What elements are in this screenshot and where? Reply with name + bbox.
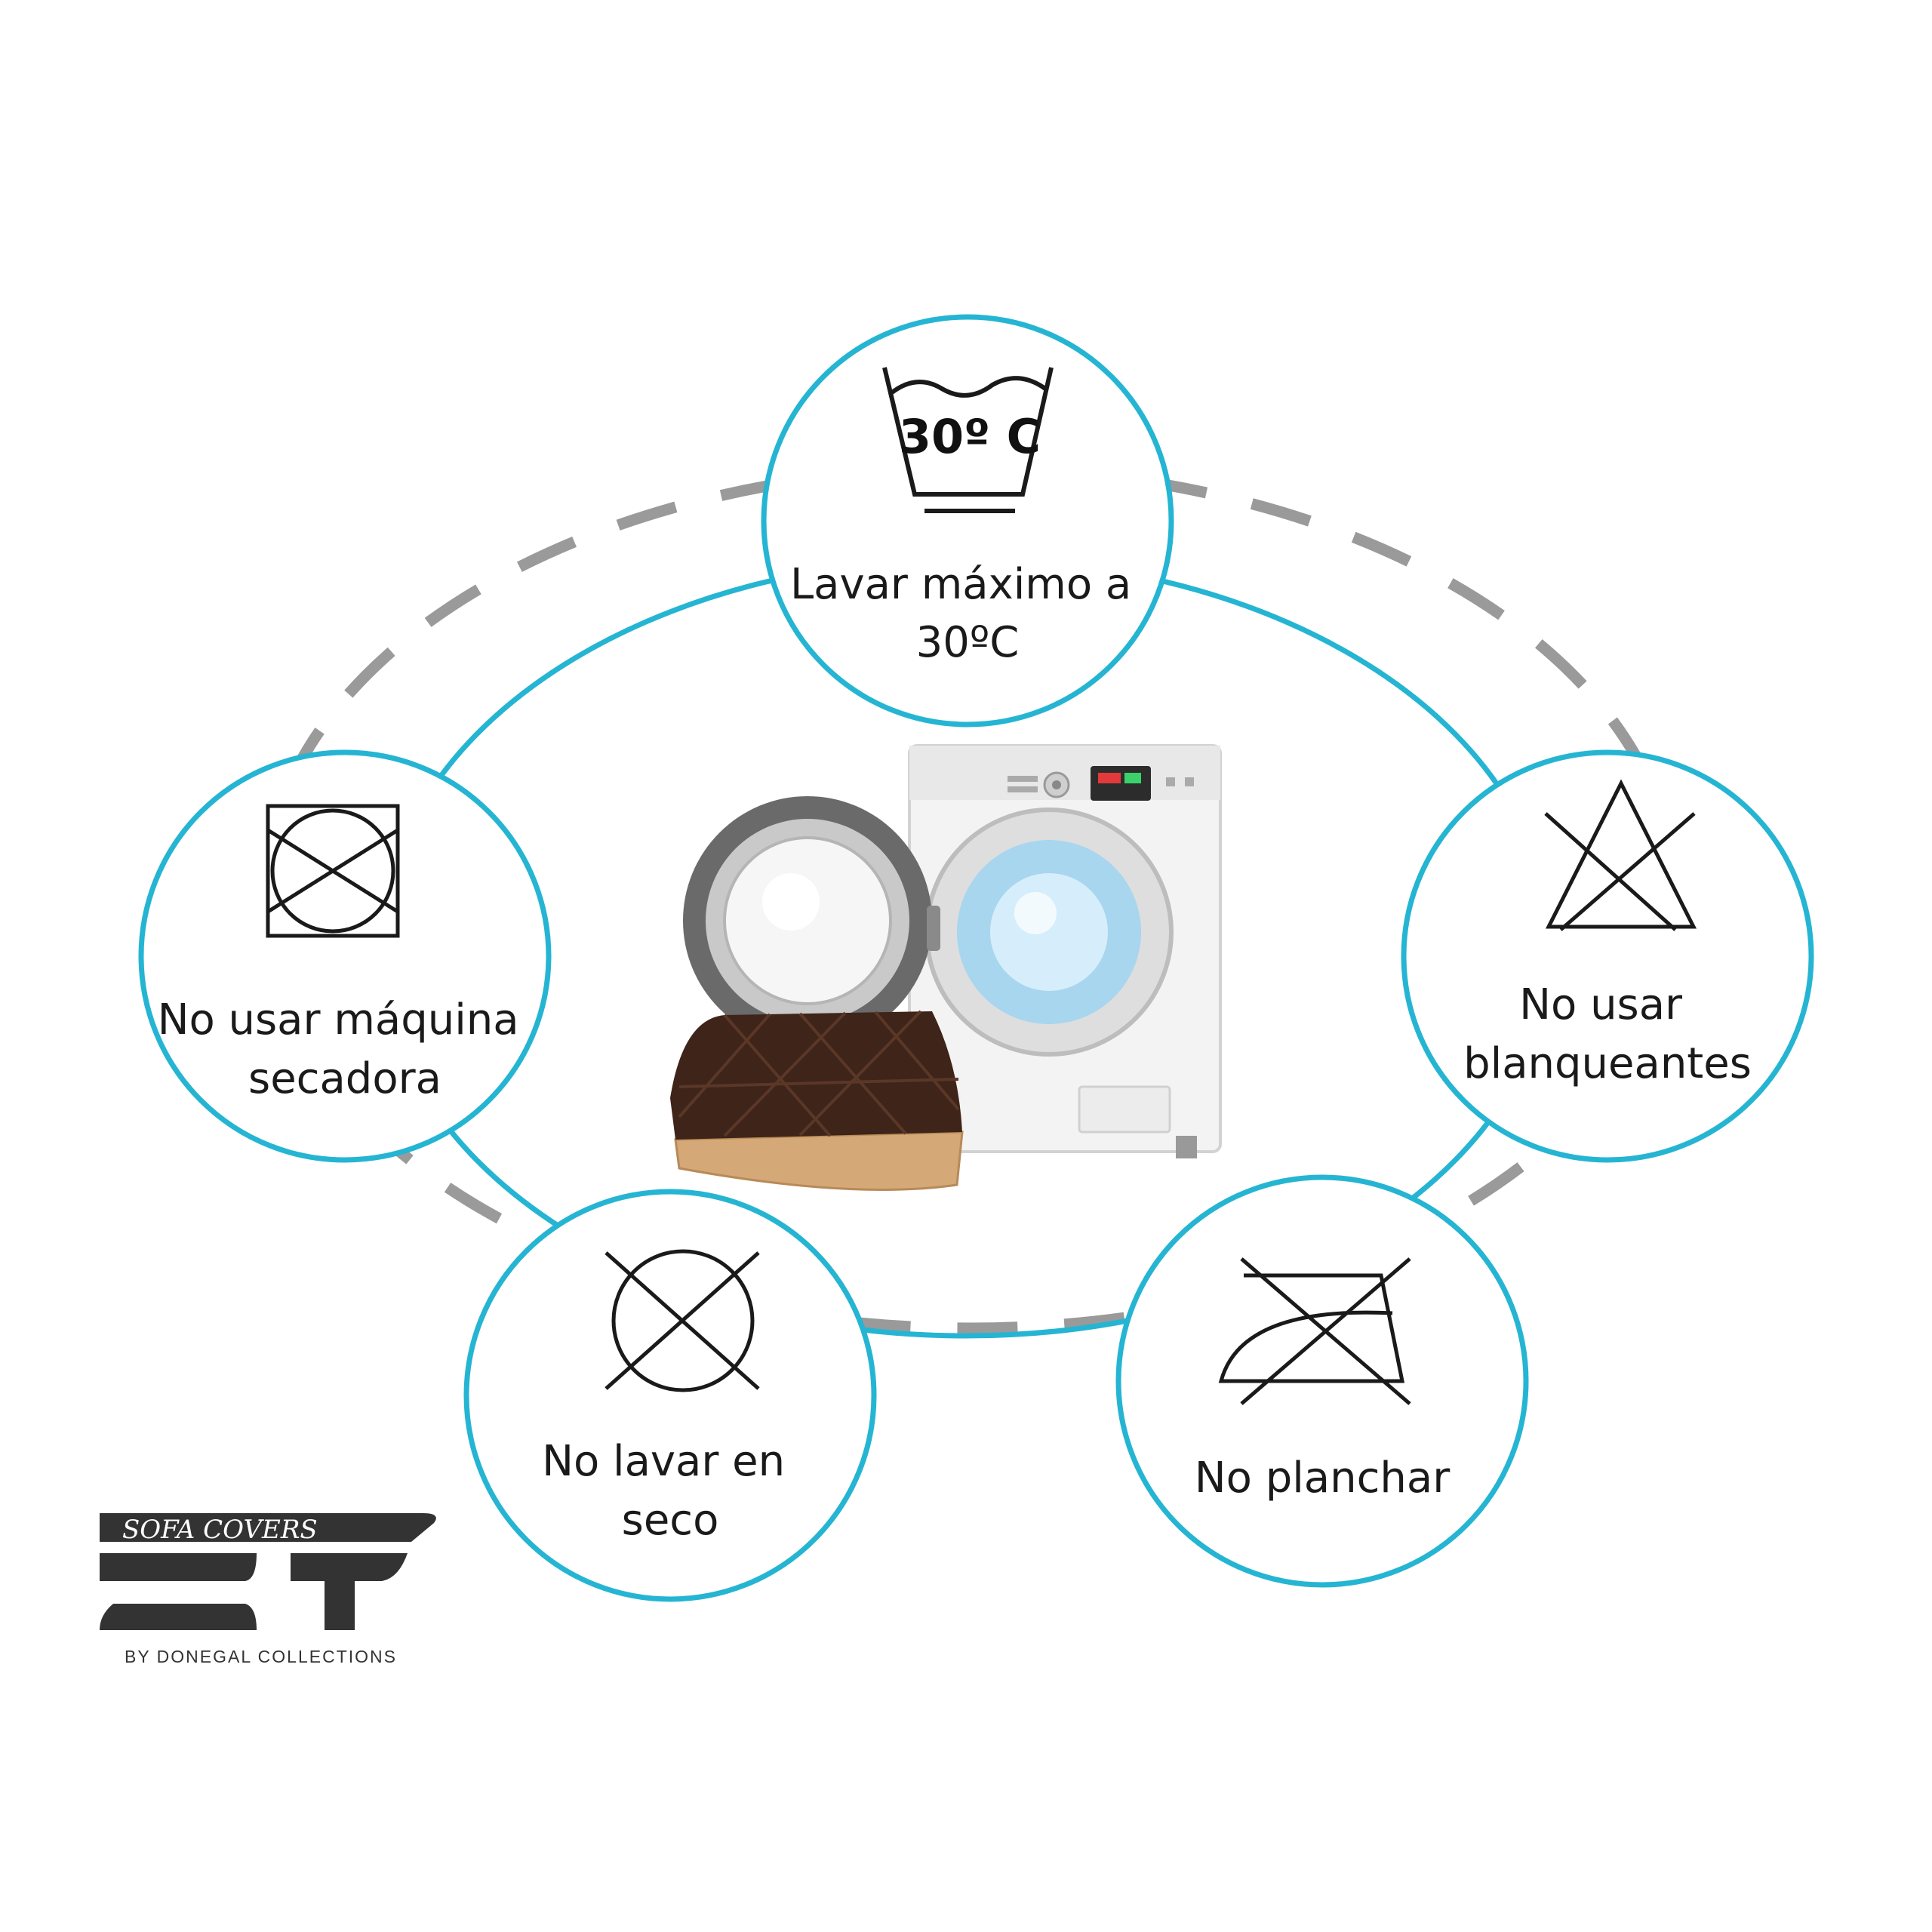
wash-30-icon <box>882 367 1054 513</box>
wash-temp-label: 30º C <box>899 409 1041 464</box>
washing-machine-illustration <box>670 744 1222 1191</box>
symbol-dryer: No usar máquina secadora <box>138 749 552 1163</box>
svg-text:No usar máquina secadora: No usar máquina secadora <box>158 995 533 1103</box>
brand-logo: SOFA COVERS BY DONEGAL COLLECTIONS <box>100 1513 436 1666</box>
no-dry-clean-icon <box>605 1249 760 1392</box>
no-bleach-icon <box>1544 779 1697 931</box>
symbol-wash: 30º C Lavar máximo a 30ºC <box>761 314 1174 728</box>
svg-text:No usar blanqueantes: No usar blanqueantes <box>1463 980 1752 1088</box>
symbol-bleach: No usar blanqueantes <box>1401 749 1814 1163</box>
symbol-iron: No planchar <box>1115 1174 1529 1588</box>
logo-bottom-text: BY DONEGAL COLLECTIONS <box>125 1647 397 1666</box>
wash-label-line-1: Lavar máximo a <box>790 560 1131 609</box>
no-iron-icon <box>1218 1257 1411 1405</box>
svg-text:Lavar máximo a 30ºC: Lavar máximo a 30ºC <box>790 560 1145 667</box>
dryclean-label-line-2: seco <box>622 1496 719 1545</box>
bleach-label-line-2: blanqueantes <box>1463 1039 1752 1088</box>
bleach-label-line-1: No usar <box>1519 980 1683 1029</box>
symbol-dryclean: No lavar en seco <box>463 1189 877 1602</box>
no-tumble-dry-icon <box>266 804 400 938</box>
dryer-label-line-1: No usar máquina <box>158 995 519 1044</box>
dryer-label-line-2: secadora <box>248 1054 441 1103</box>
svg-text:No lavar en seco: No lavar en seco <box>542 1437 798 1545</box>
dryclean-label-line-1: No lavar en <box>542 1437 785 1486</box>
wash-label-line-2: 30ºC <box>916 618 1020 667</box>
iron-label: No planchar <box>1195 1454 1451 1503</box>
logo-top-text: SOFA COVERS <box>122 1515 318 1545</box>
